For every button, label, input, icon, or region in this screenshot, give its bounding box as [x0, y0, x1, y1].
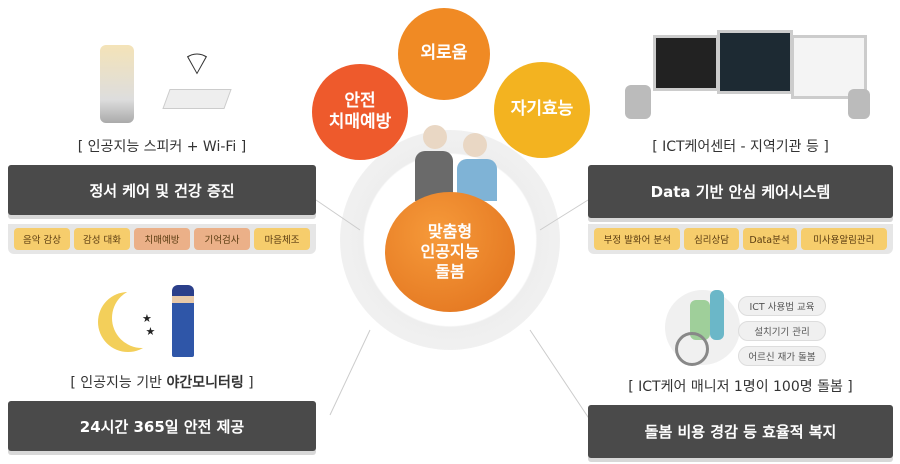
chip-negative-speech: 부정 발화어 분석	[594, 228, 681, 250]
emotional-care-bar: 정서 케어 및 건강 증진	[8, 165, 316, 215]
caregiver-wheelchair-illustration	[665, 290, 740, 366]
elderly-couple-illustration	[415, 125, 505, 201]
stars-icon: ★ ★	[142, 312, 156, 338]
circle-loneliness: 외로움	[398, 8, 490, 100]
ict-center-label: [ ICT케어센터 - 지역기관 등 ]	[652, 139, 829, 155]
services-list: ICT 사용법 교육 설치기기 관리 어르신 재가 돌봄	[738, 296, 826, 366]
guard-icon	[172, 285, 194, 357]
label-suffix: ]	[243, 375, 254, 391]
label-bold: 야간모니터링	[166, 375, 244, 391]
night-monitoring-label: [ 인공지능 기반 야간모니터링 ]	[8, 372, 316, 392]
speaker-wifi-label: [ 인공지능 스피커 + Wi-Fi ]	[77, 139, 247, 155]
data-care-system-bar: Data 기반 안심 케어시스템	[588, 165, 893, 218]
chip-unused-alert: 미사용알림관리	[800, 228, 887, 250]
efficient-welfare-bar: 돌봄 비용 경감 등 효율적 복지	[588, 405, 893, 458]
service-ict-education: ICT 사용법 교육	[738, 296, 826, 316]
service-device-management: 설치기기 관리	[738, 321, 826, 341]
chip-dementia-prevention: 치매예방	[134, 228, 190, 250]
circle-self-efficacy: 자기효능	[494, 62, 590, 158]
chip-data-analysis: Data분석	[742, 228, 797, 250]
chip-memory-test: 기억검사	[194, 228, 250, 250]
emotional-care-chips: 음악 감상 감성 대화 치매예방 기억검사 마음체조	[8, 224, 316, 254]
wifi-router-icon: ⌔	[162, 42, 232, 122]
circle-custom-ai-care: 맞춤형 인공지능 돌봄	[385, 192, 515, 312]
service-home-care: 어르신 재가 돌봄	[738, 346, 826, 366]
care-manager-label: [ ICT케어 매니저 1명이 100명 돌봄 ]	[628, 379, 853, 395]
chip-music: 음악 감상	[14, 228, 70, 250]
speaker-icon	[100, 45, 134, 123]
chip-counseling: 심리상담	[684, 228, 739, 250]
monitoring-center-illustration	[625, 25, 870, 120]
data-care-chips: 부정 발화어 분석 심리상담 Data분석 미사용알림관리	[588, 224, 893, 254]
chip-conversation: 감성 대화	[74, 228, 130, 250]
safety-24h-bar: 24시간 365일 안전 제공	[8, 401, 316, 451]
label-prefix: [ 인공지능 기반	[70, 375, 167, 391]
circle-safety-dementia: 안전 치매예방	[312, 64, 408, 160]
chip-exercise: 마음체조	[254, 228, 310, 250]
